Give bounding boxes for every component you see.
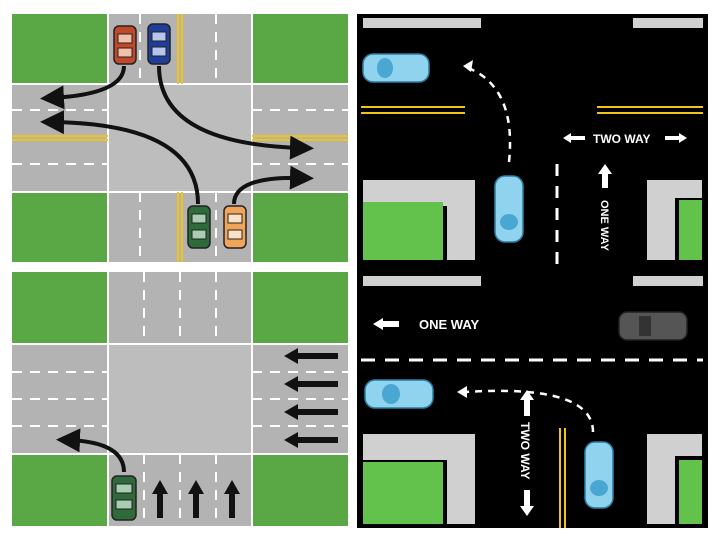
grass-block <box>12 192 108 262</box>
grass-block <box>252 14 348 84</box>
car-green <box>187 205 211 249</box>
left-turn-arrow <box>56 428 126 473</box>
car-gray <box>618 311 688 341</box>
solid-direction-arrow <box>284 432 338 448</box>
solid-direction-arrow <box>152 480 168 518</box>
lane-dashes <box>12 14 348 262</box>
two-way-label-top: TWO WAY <box>593 132 651 146</box>
curb-corner <box>363 434 475 524</box>
car-light-blue <box>362 53 430 83</box>
panel-top-right-scene: TWO WAY ONE WAY <box>357 14 708 272</box>
turn-arrows <box>40 65 314 205</box>
left-turn-arrow-green <box>40 110 200 205</box>
right-turn-arrow-orange <box>232 165 314 205</box>
curb <box>363 276 481 286</box>
panel-bottom-left <box>12 272 348 526</box>
car-orange <box>223 205 247 249</box>
car-light-blue-turning <box>494 175 524 243</box>
one-way-sign: ONE WAY <box>598 164 612 252</box>
grass-block <box>252 272 348 344</box>
dashed-turn-arrow <box>462 64 512 163</box>
panel-bottom-left-scene <box>12 272 348 526</box>
one-way-label-bottom: ONE WAY <box>419 317 480 332</box>
curb <box>633 276 703 286</box>
panel-top-left <box>12 14 348 262</box>
grass-block <box>252 454 348 526</box>
curb-lines <box>12 14 348 262</box>
grass-block <box>12 14 108 84</box>
grass-block <box>12 272 108 344</box>
car-red <box>113 25 137 65</box>
solid-direction-arrow <box>284 404 338 420</box>
panel-bottom-right-scene: ONE WAY TWO WAY <box>357 272 708 528</box>
grass-block <box>679 200 702 260</box>
grass-block <box>363 202 443 260</box>
grass-block <box>12 454 108 526</box>
dashed-turn-arrow-head <box>463 60 473 72</box>
panel-top-right: TWO WAY ONE WAY <box>357 14 708 272</box>
solid-direction-arrow <box>284 376 338 392</box>
one-way-label-top: ONE WAY <box>598 200 610 252</box>
curb-corner <box>647 434 702 524</box>
curb-corner <box>647 180 702 260</box>
panel-bottom-right: ONE WAY TWO WAY <box>357 272 708 528</box>
car-navy <box>147 23 171 65</box>
two-way-sign: TWO WAY <box>518 390 534 516</box>
panel-top-left-scene <box>12 14 348 262</box>
curb <box>633 18 703 28</box>
curb <box>363 18 481 28</box>
car-light-blue <box>364 379 434 409</box>
one-way-sign: ONE WAY <box>373 317 480 332</box>
dashed-turn-arrow <box>464 389 595 433</box>
curb-lines <box>12 272 348 526</box>
left-turn-arrow-navy <box>157 65 314 160</box>
one-way-arrows-west <box>284 348 338 448</box>
two-way-label-bottom: TWO WAY <box>518 422 532 480</box>
left-turn-arrow-red <box>40 65 126 110</box>
grass-block <box>679 460 702 524</box>
two-way-sign: TWO WAY <box>563 132 687 146</box>
curb-corner <box>363 180 475 260</box>
one-way-arrows-north <box>152 480 240 518</box>
center-line <box>361 106 703 114</box>
solid-direction-arrow <box>284 348 338 364</box>
grass-block <box>363 462 443 524</box>
car-light-blue-turning <box>584 441 614 509</box>
car-green <box>111 475 137 521</box>
intersection-box <box>107 343 253 455</box>
solid-direction-arrow <box>224 480 240 518</box>
lane-dashes <box>12 272 348 526</box>
grass-block <box>252 192 348 262</box>
dashed-turn-arrow-head <box>457 386 467 398</box>
solid-direction-arrow <box>188 480 204 518</box>
